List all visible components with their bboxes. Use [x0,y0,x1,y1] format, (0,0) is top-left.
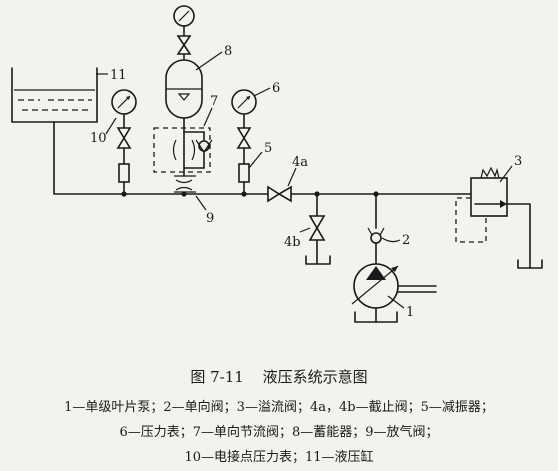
legend-line-3: 10—电接点压力表；11—液压缸 [184,450,374,465]
label-7: 7 [210,94,218,109]
relief-valve-3 [455,166,543,269]
label-5: 5 [264,141,272,156]
schematic-svg: 11 10 8 7 6 5 4a 4b 9 2 1 3 [11,5,543,323]
check-valve-2 [367,193,385,265]
figure-caption: 图 7-11 液压系统示意图 [0,366,558,387]
damper-5 [238,163,250,183]
damper-10 [118,163,130,183]
main-pipe [53,121,494,197]
relief-valve-body [470,177,508,217]
label-10: 10 [90,131,107,146]
vent-valve-9 [174,175,196,193]
caption-title: 液压系统示意图 [262,368,368,386]
gauge-6-branch [231,89,257,195]
legend-line-2: 6—压力表；7—单向节流阀；8—蓄能器；9—放气阀； [119,425,439,440]
caption-number: 图 7-11 [190,368,244,386]
stop-valve-4a [267,185,292,203]
label-3: 3 [514,154,522,169]
label-2: 2 [402,233,410,248]
label-11: 11 [110,68,127,83]
label-8: 8 [224,44,232,59]
label-4a: 4a [292,155,308,170]
label-9: 9 [206,211,214,226]
gauge-10-branch [111,89,137,195]
throttle-valve-7 [153,127,213,177]
tank-11 [11,67,98,123]
accumulator-8-branch [165,5,203,129]
label-6: 6 [272,81,280,96]
legend-line-1: 1—单级叶片泵；2—单向阀；3—溢流阀；4a，4b—截止阀；5—减振器； [64,400,494,415]
pump-1 [351,263,437,323]
label-4b: 4b [284,235,301,250]
label-1: 1 [406,305,414,320]
labels: 11 10 8 7 6 5 4a 4b 9 2 1 3 [90,44,522,320]
stop-valve-4b [305,193,331,265]
